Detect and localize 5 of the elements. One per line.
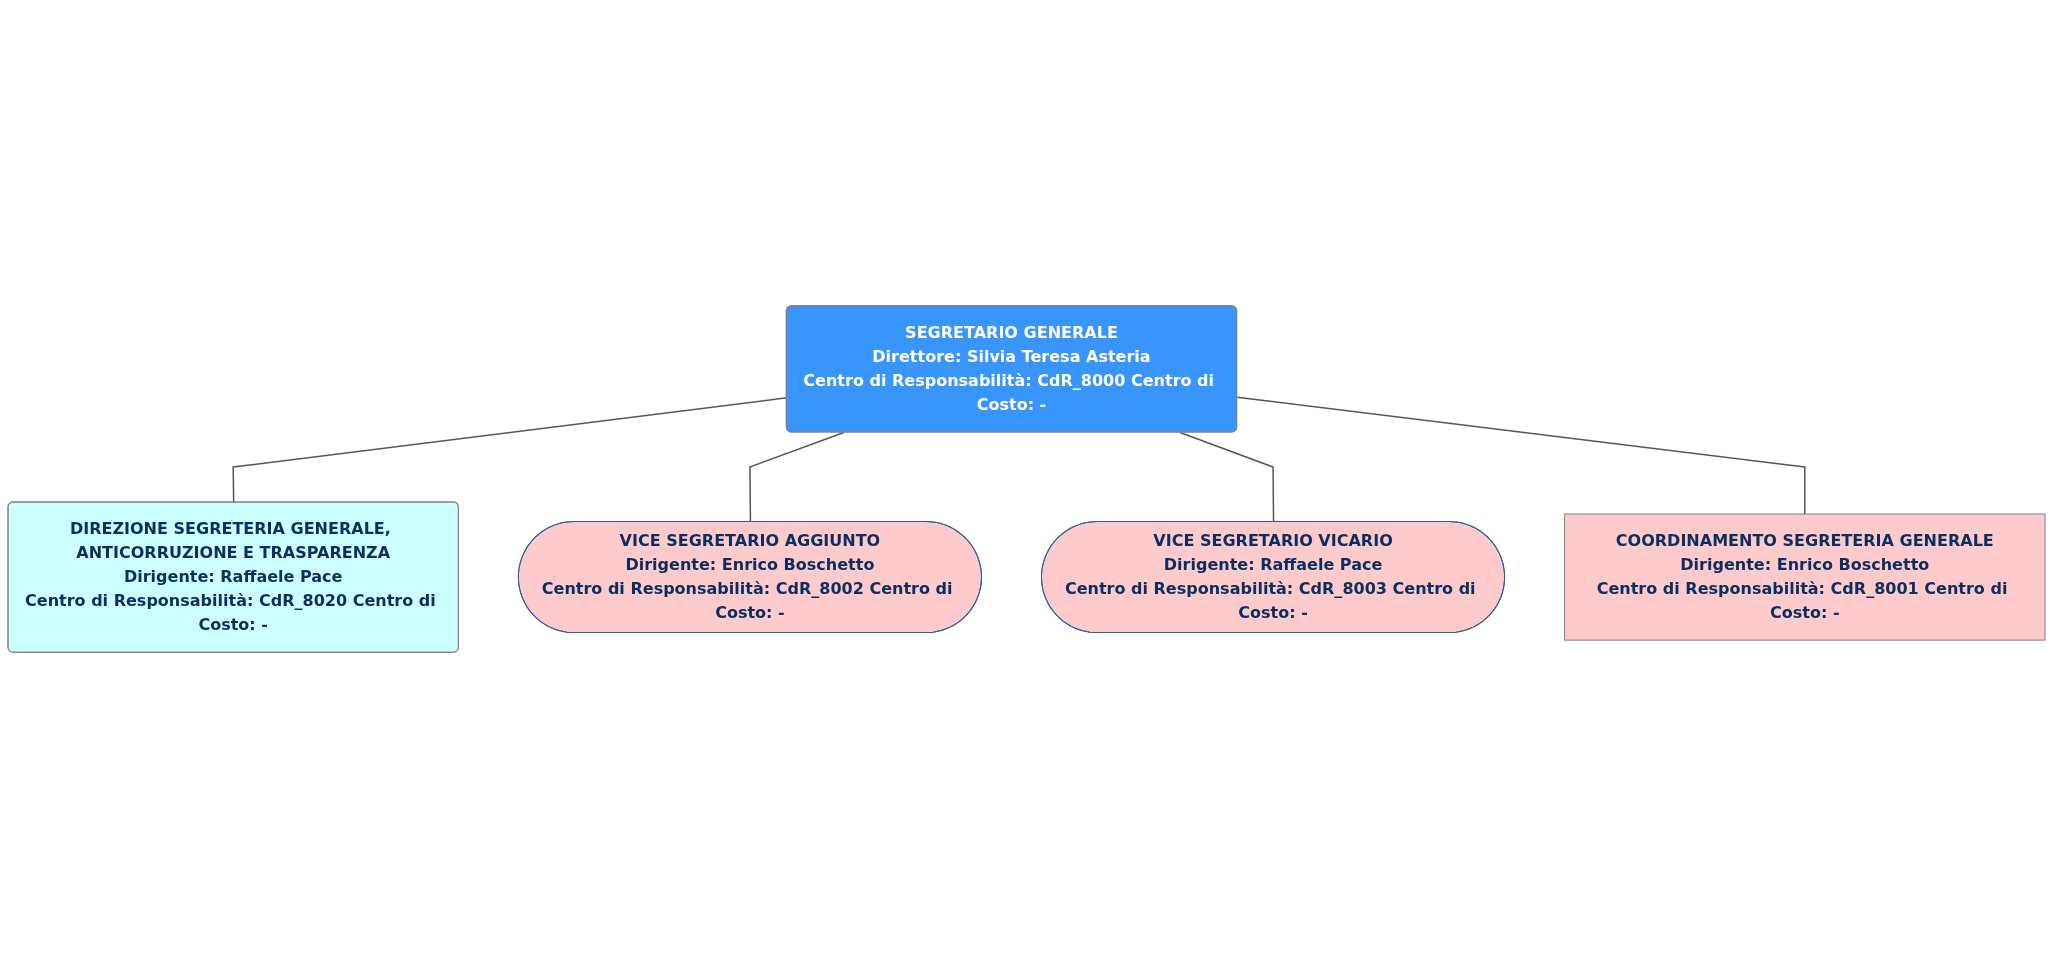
node-box: COORDINAMENTO SEGRETERIA GENERALE Dirigente: Enrico Boschetto Centro di Responsabilità: CdR_8001 Centro di Costo: -	[1564, 513, 2046, 641]
connector	[232, 397, 788, 504]
connector	[1236, 396, 1806, 515]
connector	[749, 431, 845, 523]
connector	[1179, 431, 1275, 523]
